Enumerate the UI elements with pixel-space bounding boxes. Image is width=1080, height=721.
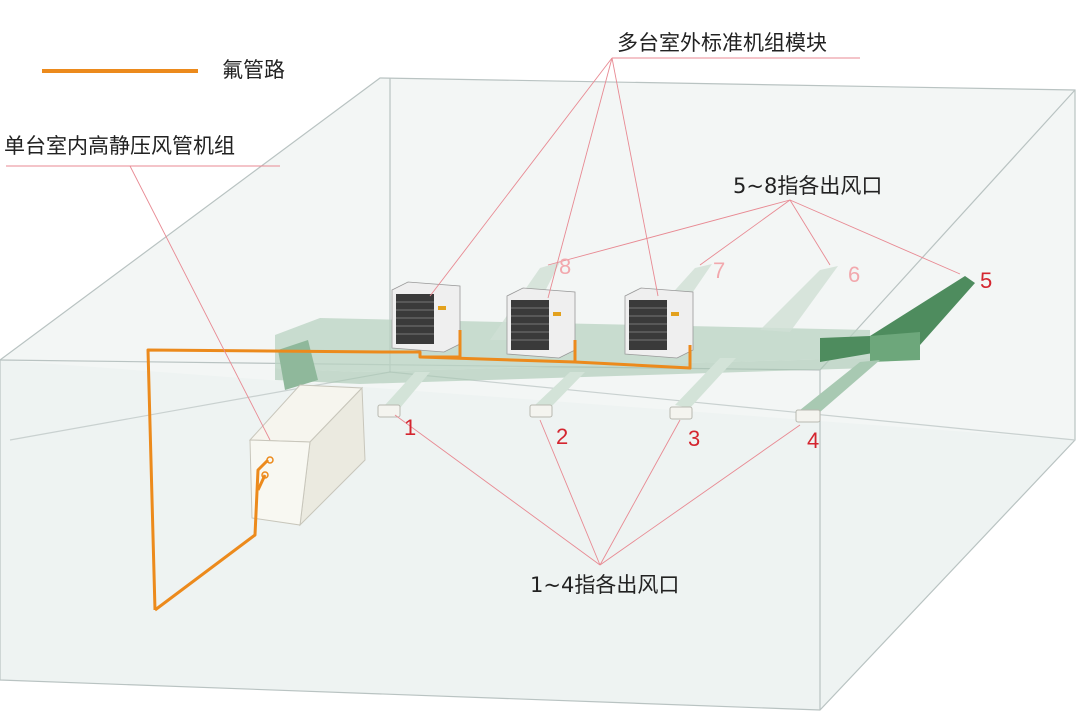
legend-label: 氟管路 [222, 58, 285, 82]
outlet-number-3: 3 [688, 426, 701, 451]
branch-ducts-1-4 [385, 358, 880, 412]
indoor-unit-label: 单台室内高静压风管机组 [4, 134, 235, 158]
room-box [0, 77, 1076, 711]
outlet-number-6: 6 [848, 262, 861, 287]
outdoor-unit-2 [506, 287, 576, 359]
refrigerant-pipe [146, 330, 692, 612]
outlet-number-4: 4 [807, 428, 820, 453]
outlets-5-8-label: 5~8指各出风口 [733, 174, 883, 198]
outdoor-modules-label: 多台室外标准机组模块 [617, 31, 827, 55]
outlet-number-8: 8 [559, 254, 572, 279]
outlet-number-2: 2 [556, 424, 569, 449]
outdoor-unit-3 [624, 287, 694, 359]
outlet-grilles [377, 404, 821, 423]
outlet-number-7: 7 [713, 258, 726, 283]
outdoor-unit-1 [391, 281, 461, 353]
leader-lines [6, 57, 961, 566]
outlet-number-1: 1 [404, 415, 417, 440]
outlet-number-5: 5 [980, 268, 993, 293]
outlets-1-4-label: 1~4指各出风口 [530, 573, 680, 597]
